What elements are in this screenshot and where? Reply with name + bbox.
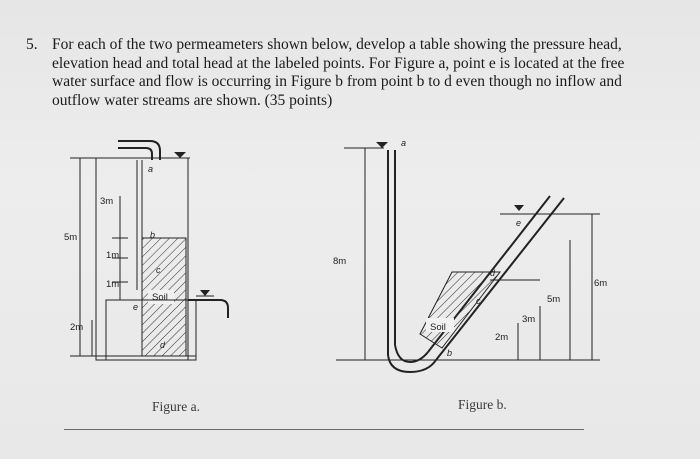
figure-a-caption: Figure a. <box>152 399 200 414</box>
fig-b-dim-8m: 8m <box>333 256 346 267</box>
outlet-pipe-a <box>188 299 229 318</box>
fig-b-soil-label: Soil <box>430 322 446 333</box>
figure-a <box>70 140 229 361</box>
figure-b-caption: Figure b. <box>458 397 507 412</box>
fig-b-point-d: d <box>490 268 496 278</box>
fig-a-point-d: d <box>160 340 166 350</box>
fig-a-dim-3m: 3m <box>100 196 113 207</box>
question-text: For each of the two permeameters shown b… <box>52 36 625 109</box>
fig-a-point-c: c <box>156 265 161 275</box>
inlet-pipe-a <box>118 140 161 160</box>
soil-b <box>419 271 502 349</box>
fig-b-point-a: a <box>401 138 406 148</box>
fig-b-point-c: c <box>476 296 481 306</box>
water-level-marker-a <box>174 152 186 158</box>
figure-b <box>336 142 600 374</box>
fig-b-point-e: e <box>516 218 521 228</box>
answer-rule-line <box>64 429 584 430</box>
water-level-marker-b <box>376 142 388 148</box>
question-number: 5. <box>26 36 38 53</box>
fig-b-dim-5m: 5m <box>547 294 560 305</box>
fig-a-dim-1m-lower: 1m <box>106 279 119 290</box>
fig-a-dim-1m-upper: 1m <box>106 250 119 261</box>
fig-b-dim-3m: 3m <box>522 314 535 325</box>
fig-b-dim-2m: 2m <box>495 332 508 343</box>
fig-b-point-b: b <box>447 348 452 358</box>
fig-a-point-a: a <box>148 164 153 174</box>
question-block: 5. For each of the two permeameters show… <box>26 36 646 110</box>
fig-a-soil-label: Soil <box>152 292 168 303</box>
fig-a-dim-2m: 2m <box>70 322 83 333</box>
fig-b-dim-6m: 6m <box>594 278 607 289</box>
fig-a-point-b: b <box>150 230 155 240</box>
fig-a-dim-5m: 5m <box>64 232 77 243</box>
fig-a-point-e: e <box>133 302 138 312</box>
